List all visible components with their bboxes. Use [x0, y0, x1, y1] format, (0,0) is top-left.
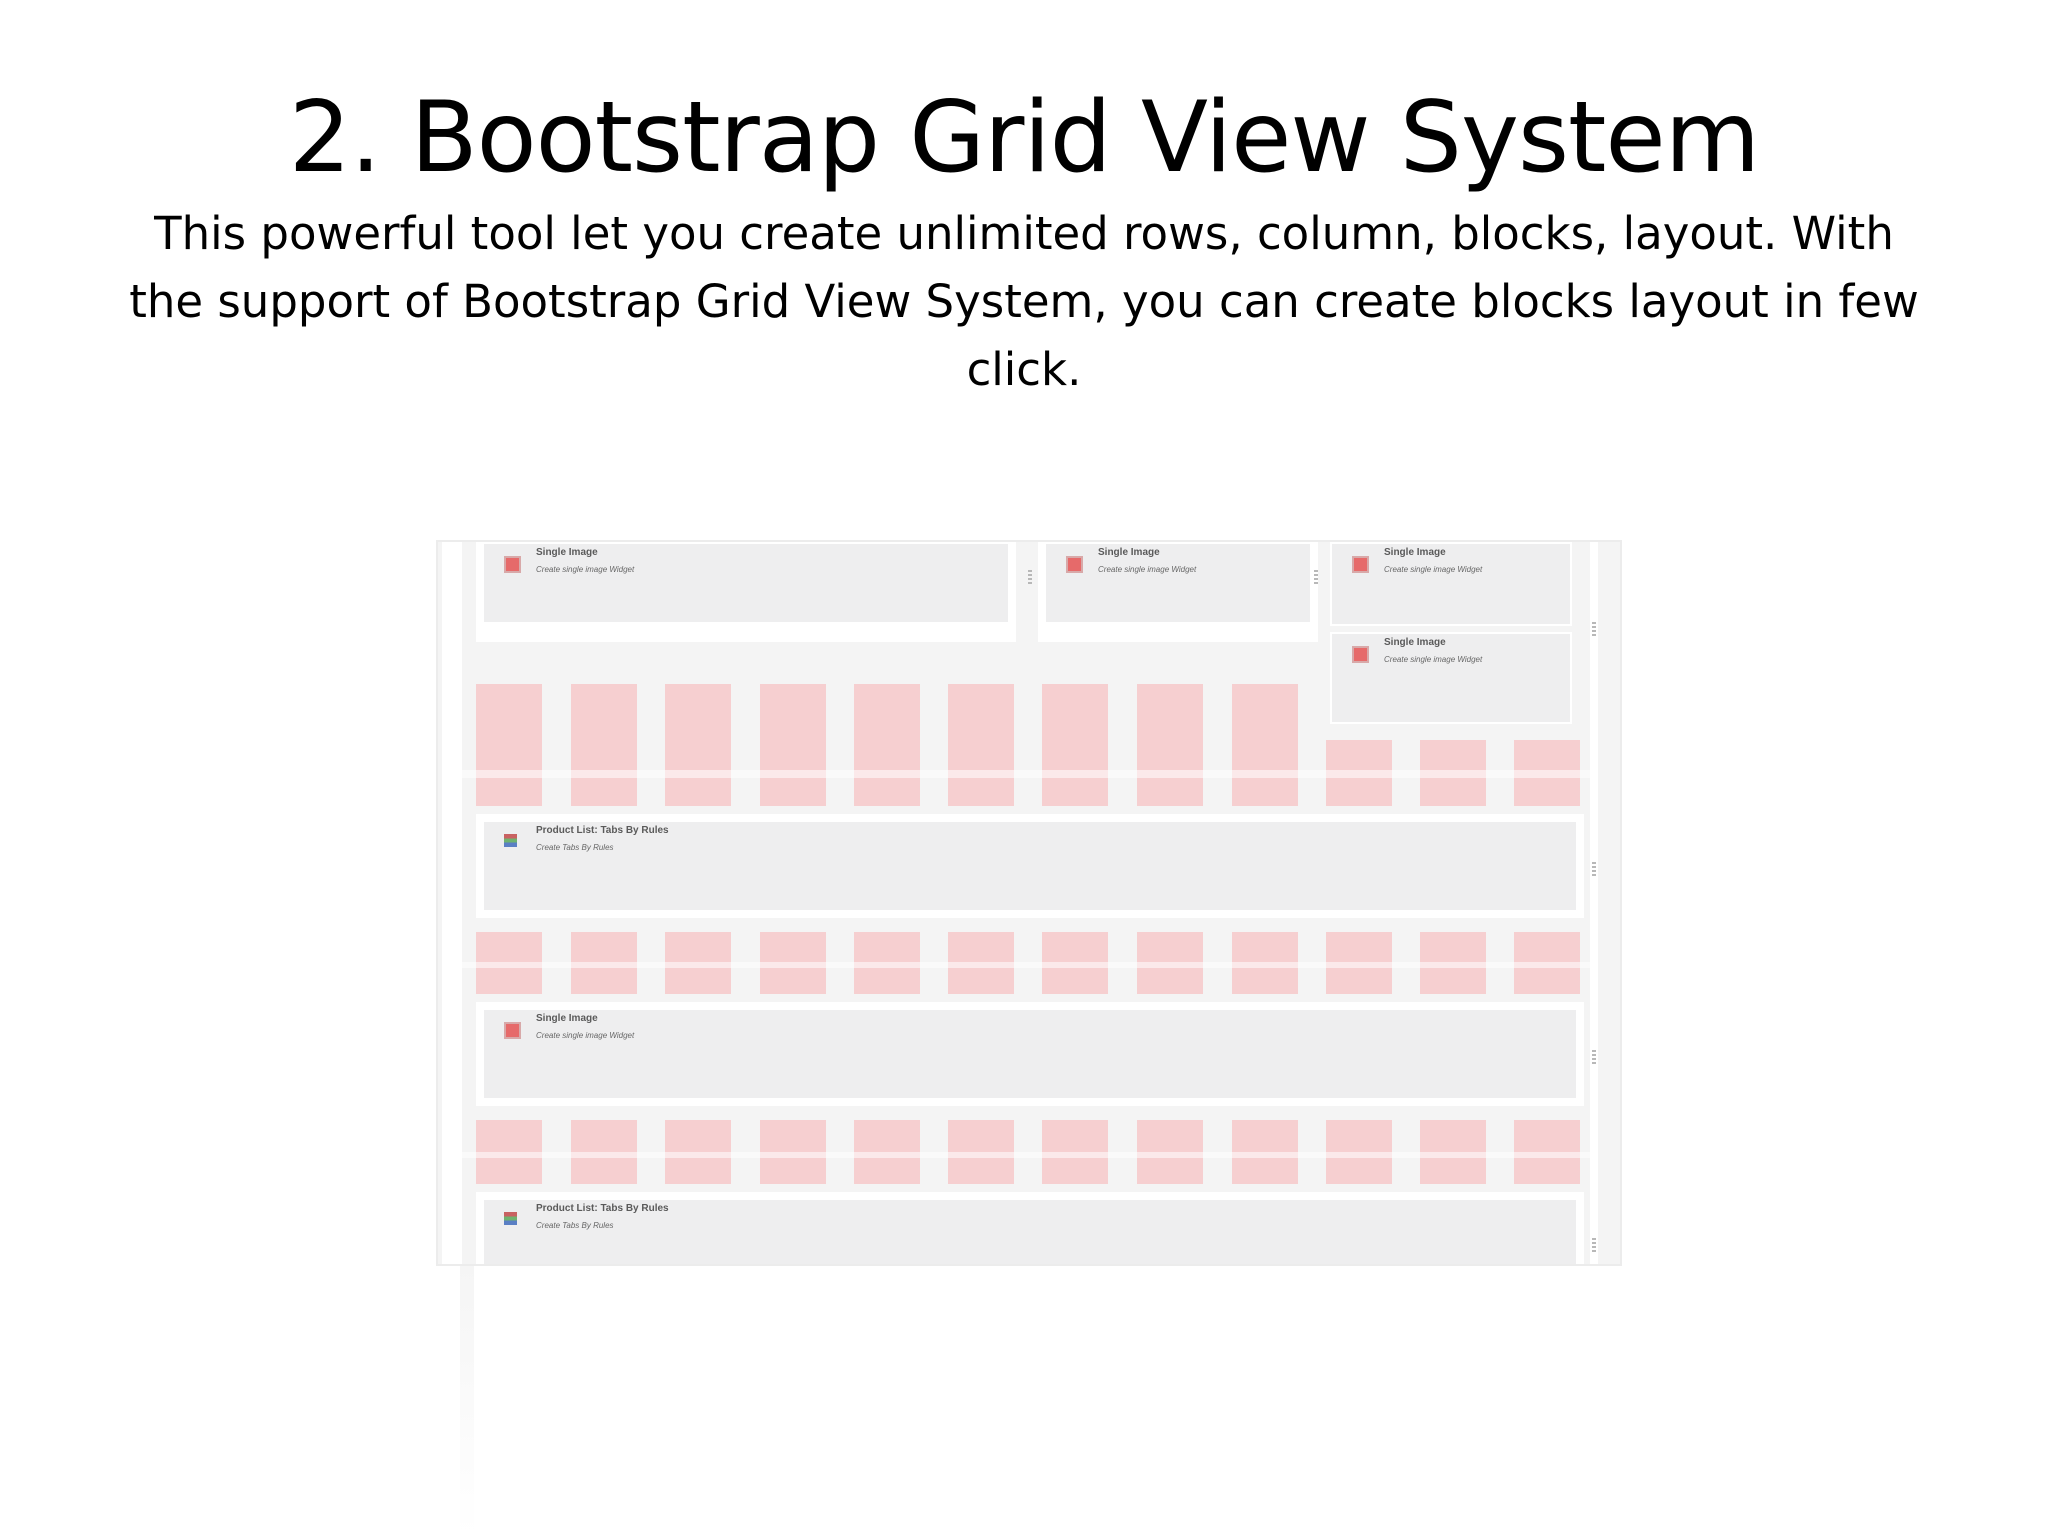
grid-column-cell	[665, 684, 731, 806]
widget-description: Create Tabs By Rules	[536, 843, 614, 852]
product-list-icon	[504, 834, 517, 847]
grid-column-cell	[571, 684, 637, 806]
drag-handle[interactable]	[1592, 1238, 1596, 1252]
widget-description: Create single image Widget	[1098, 565, 1197, 574]
widget-description: Create single image Widget	[536, 1031, 635, 1040]
widget-title: Single Image	[1384, 547, 1446, 558]
drag-handle[interactable]	[1592, 862, 1596, 876]
image-icon	[504, 1022, 521, 1039]
grid-column-cell	[760, 684, 826, 806]
left-rail	[442, 542, 462, 1264]
widget-title: Single Image	[1384, 637, 1446, 648]
widget-title: Single Image	[536, 1013, 598, 1024]
screenshot-shadow	[460, 1266, 474, 1536]
grid-editor-screenshot: Single Image Create single image Widget …	[436, 540, 1622, 1266]
widget-single-image[interactable]: Single Image Create single image Widget	[482, 542, 1010, 624]
widget-product-list-tabs[interactable]: Product List: Tabs By Rules Create Tabs …	[482, 1198, 1578, 1264]
drag-handle[interactable]	[1592, 622, 1596, 636]
drag-handle[interactable]	[1314, 570, 1318, 584]
image-icon	[504, 556, 521, 573]
widget-single-image[interactable]: Single Image Create single image Widget	[482, 1008, 1578, 1100]
right-rail	[1590, 542, 1598, 1264]
grid-column-cell	[854, 684, 920, 806]
grid-row-band	[462, 1152, 1590, 1158]
widget-product-list-tabs[interactable]: Product List: Tabs By Rules Create Tabs …	[482, 820, 1578, 912]
widget-description: Create single image Widget	[1384, 655, 1483, 664]
widget-description: Create single image Widget	[536, 565, 635, 574]
widget-title: Product List: Tabs By Rules	[536, 825, 669, 836]
image-icon	[1066, 556, 1083, 573]
grid-column-cell	[476, 684, 542, 806]
widget-single-image[interactable]: Single Image Create single image Widget	[1330, 542, 1572, 626]
drag-handle[interactable]	[1028, 570, 1032, 584]
widget-title: Product List: Tabs By Rules	[536, 1203, 669, 1214]
grid-row-band	[462, 962, 1590, 968]
widget-single-image[interactable]: Single Image Create single image Widget	[1330, 632, 1572, 724]
widget-title: Single Image	[1098, 547, 1160, 558]
grid-column-cell	[948, 684, 1014, 806]
image-icon	[1352, 646, 1369, 663]
widget-description: Create single image Widget	[1384, 565, 1483, 574]
slide-subtitle: This powerful tool let you create unlimi…	[129, 207, 1919, 396]
grid-column-cell	[1137, 684, 1203, 806]
grid-column-cell	[1232, 684, 1298, 806]
widget-title: Single Image	[536, 547, 598, 558]
image-icon	[1352, 556, 1369, 573]
grid-row-band	[462, 770, 1590, 778]
drag-handle[interactable]	[1592, 1050, 1596, 1064]
slide-title: 2. Bootstrap Grid View System	[288, 81, 1760, 195]
widget-description: Create Tabs By Rules	[536, 1221, 614, 1230]
product-list-icon	[504, 1212, 517, 1225]
widget-single-image[interactable]: Single Image Create single image Widget	[1044, 542, 1312, 624]
grid-column-cell	[1042, 684, 1108, 806]
